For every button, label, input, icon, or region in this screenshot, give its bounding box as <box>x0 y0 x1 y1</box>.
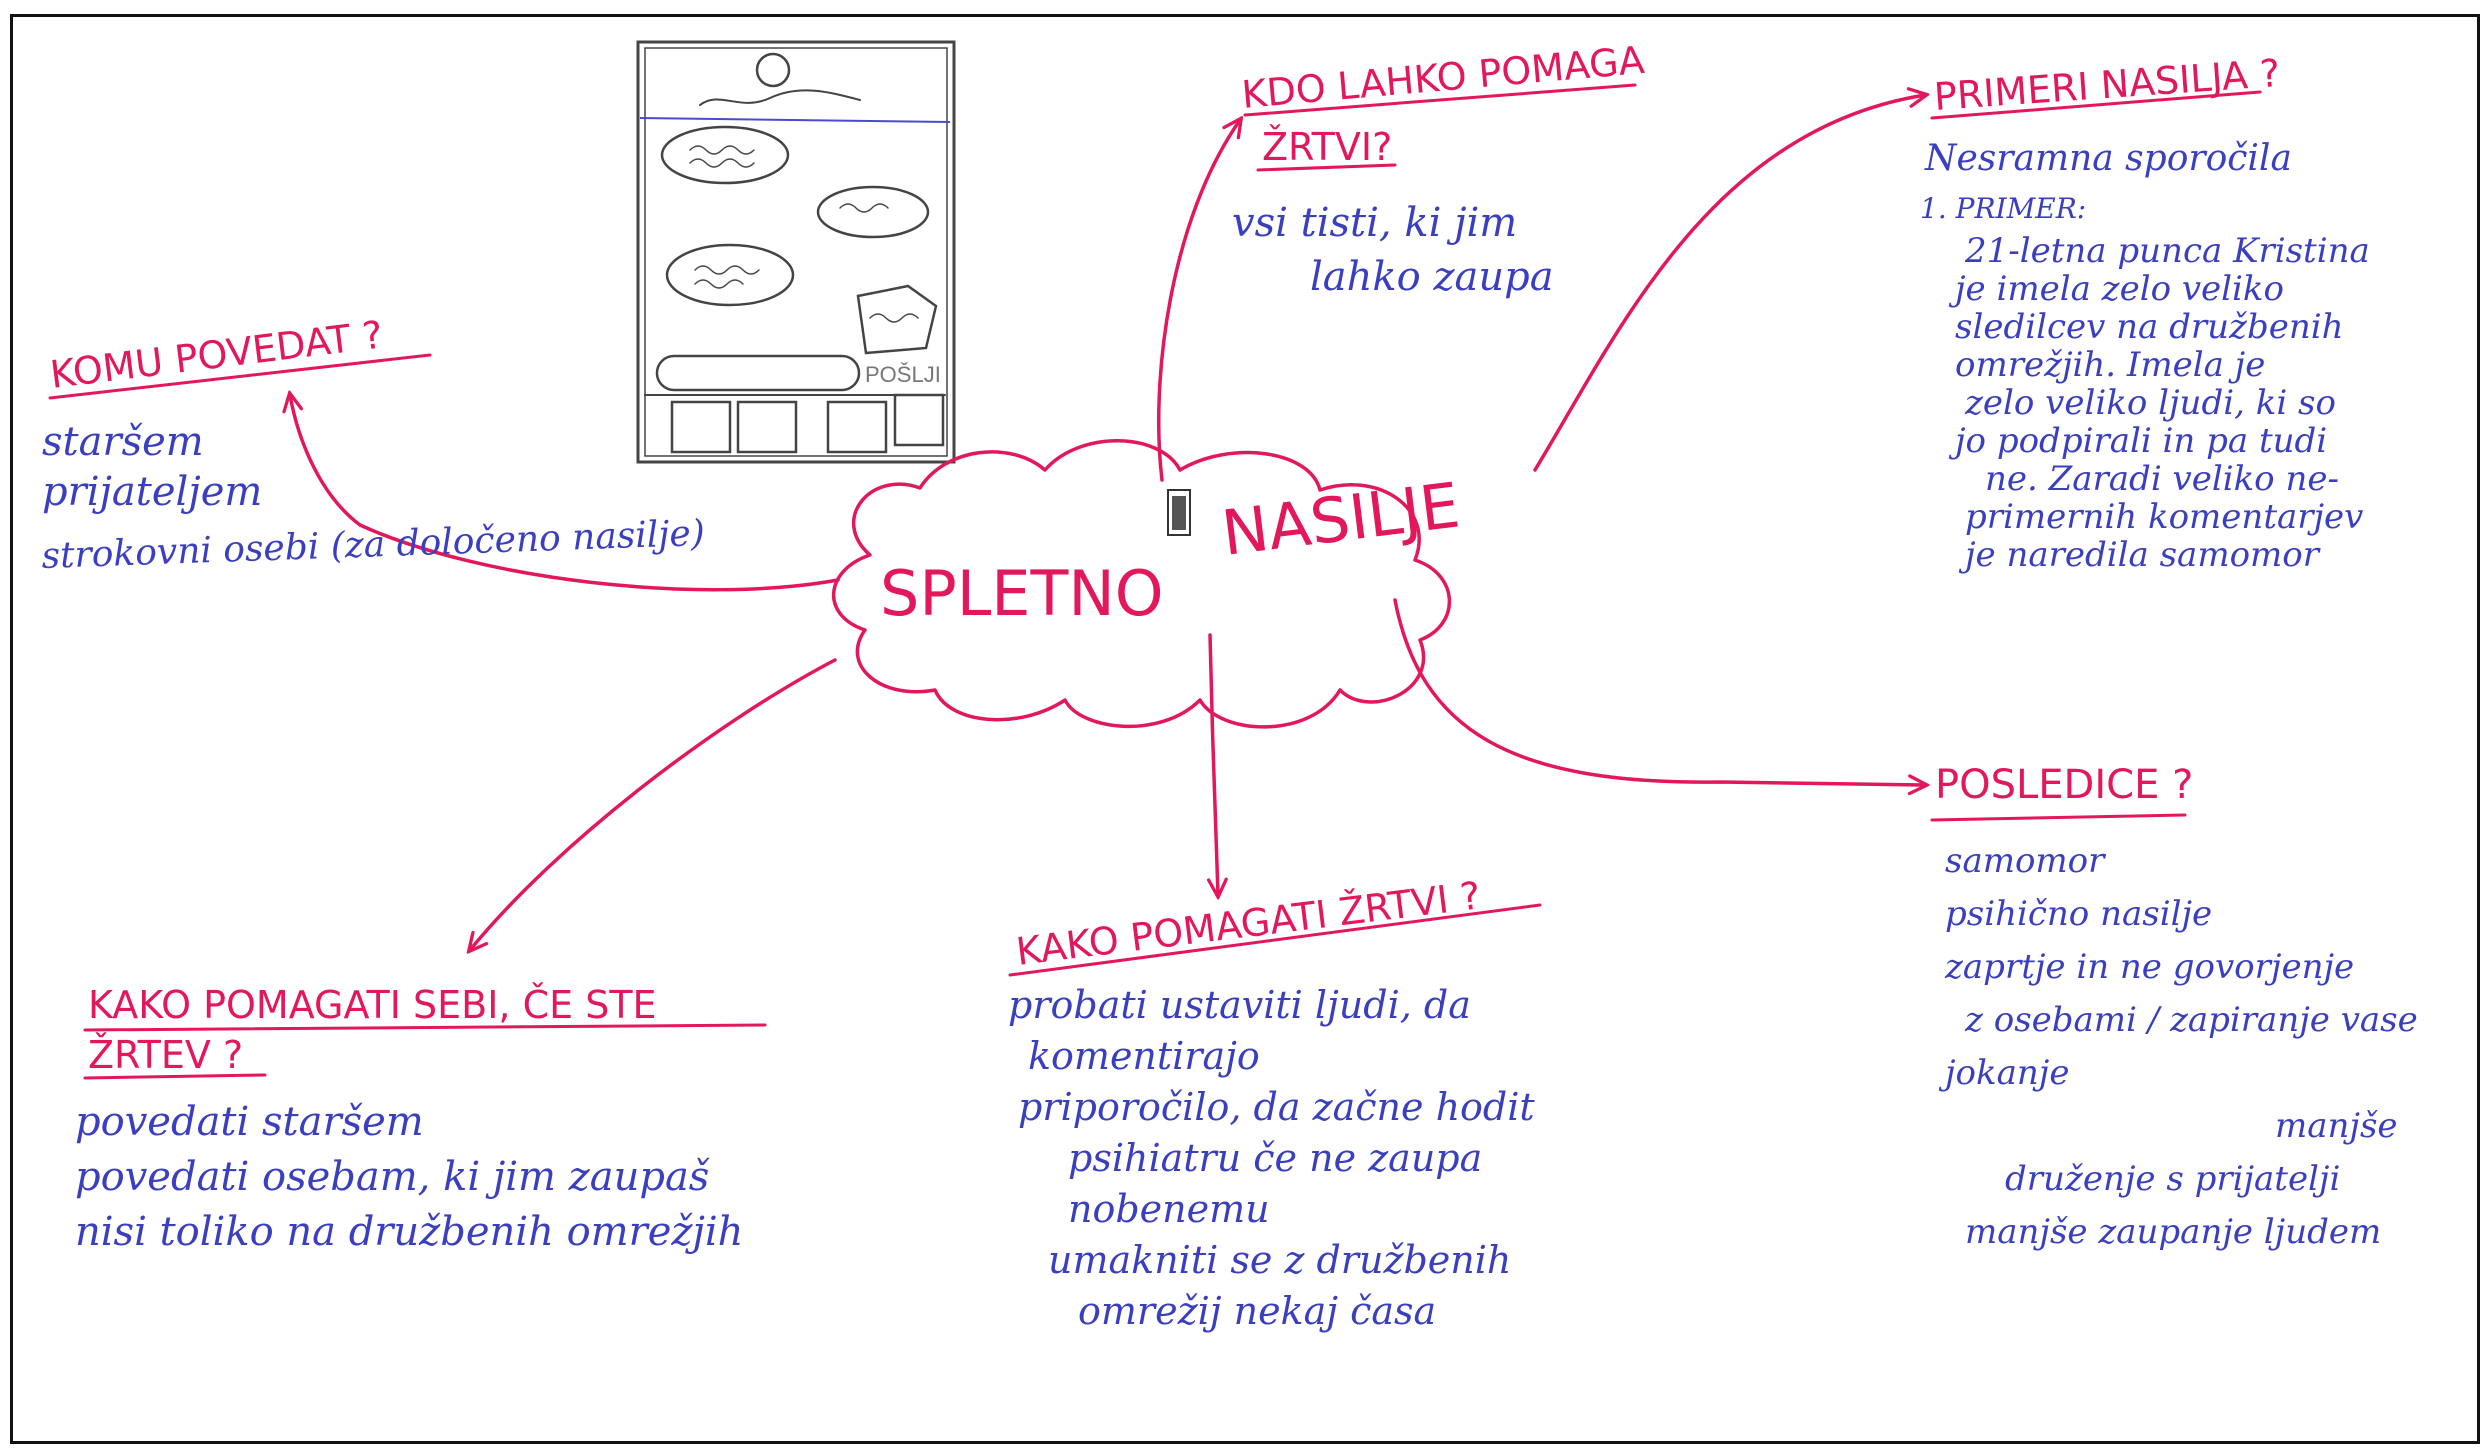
kako-zrtvi-item-4: psihiatru če ne zaupa <box>1068 1136 1482 1180</box>
arrow-to-kako-zrtvi <box>1210 633 1218 895</box>
kako-sebi-item-3: nisi toliko na družbenih omrežjih <box>75 1209 743 1255</box>
komu-item-2: prijateljem <box>42 469 262 515</box>
posledice-item-3: zaprtje in ne govorjenje <box>1944 947 2354 987</box>
kdo-item-2: lahko zaupa <box>1310 254 1554 300</box>
kako-sebi-item-2: povedati osebam, ki jim zaupaš <box>75 1154 710 1200</box>
kako-zrtvi-title: KAKO POMAGATI ŽRTVI ? <box>1014 873 1483 974</box>
posledice-item-1: samomor <box>1945 841 2106 881</box>
posledice-title: POSLEDICE ? <box>1935 762 2193 808</box>
kako-zrtvi-item-1: probati ustaviti ljudi, da <box>1008 983 1471 1027</box>
connector-arrows <box>290 95 1925 950</box>
arrow-to-primeri <box>1533 95 1925 472</box>
kdo-title-2: ŽRTVI? <box>1262 125 1392 169</box>
primeri-story-line-9: je naredila samomor <box>1958 535 2321 575</box>
central-cloud: SPLETNO NASILJE <box>832 439 1464 729</box>
primeri-story-line-8: primernih komentarjev <box>1965 497 2363 537</box>
phone-screen-icon <box>1172 496 1186 530</box>
page-border <box>10 14 2480 1444</box>
arrow-to-kako-sebi <box>470 658 837 950</box>
posledice-item-5: jokanje <box>1938 1053 2069 1093</box>
primeri-item-2: 1. PRIMER: <box>1920 192 2086 225</box>
primeri-item-1: Nesramna sporočila <box>1924 138 2292 179</box>
branch-komu-povedat: KOMU POVEDAT ? staršem prijateljem strok… <box>41 312 706 577</box>
kako-zrtvi-item-3: priporočilo, da začne hodit <box>1018 1085 1535 1129</box>
kako-zrtvi-item-2: komentirajo <box>1028 1034 1260 1078</box>
primeri-story-line-2: je imela zelo veliko <box>1948 269 2284 309</box>
center-title-right: NASILJE <box>1218 468 1464 570</box>
primeri-story-line-3: sledilcev na družbenih <box>1955 307 2344 347</box>
send-button-label: POŠLJI <box>865 362 941 387</box>
posledice-item-4: z osebami / zapiranje vase <box>1964 1000 2418 1040</box>
kako-sebi-item-1: povedati staršem <box>75 1099 424 1145</box>
kdo-title-1: KDO LAHKO POMAGA <box>1240 38 1646 117</box>
komu-title: KOMU POVEDAT ? <box>48 312 386 396</box>
primeri-story-line-5: zelo veliko ljudi, ki so <box>1964 383 2336 423</box>
arrow-to-kdo <box>1157 120 1240 482</box>
posledice-item-7: druženje s prijatelji <box>2005 1159 2340 1199</box>
kako-zrtvi-item-6: umakniti se z družbenih <box>1048 1238 1511 1282</box>
arrow-to-posledice <box>1393 598 1925 785</box>
kdo-item-1: vsi tisti, ki jim <box>1232 200 1517 246</box>
arrow-to-komu <box>290 395 840 592</box>
posledice-item-6: manjše <box>2275 1106 2398 1146</box>
phone-sketch: POŠLJI <box>636 40 956 464</box>
message-bubbles <box>660 125 938 355</box>
center-title-left: SPLETNO <box>880 557 1164 630</box>
posledice-list: samomor psihično nasilje zaprtje in ne gov… <box>1938 841 2418 1252</box>
phone-icon <box>1167 489 1191 536</box>
komu-item-3: strokovni osebi (za določeno nasilje) <box>41 513 706 577</box>
komu-item-1: staršem <box>42 419 204 465</box>
primeri-story-line-4: omrežjih. Imela je <box>1955 345 2265 385</box>
primeri-story-line-1: 21-letna punca Kristina <box>1964 231 2370 271</box>
branch-kdo-lahko-pomaga: KDO LAHKO POMAGA ŽRTVI? vsi tisti, ki ji… <box>1232 38 1646 300</box>
branch-primeri-nasilja: PRIMERI NASILJA ? Nesramna sporočila 1. … <box>1920 51 2370 575</box>
branch-kako-pomagati-sebi: KAKO POMAGATI SEBI, ČE STE ŽRTEV ? poved… <box>75 983 767 1255</box>
kako-zrtvi-list: probati ustaviti ljudi, da komentirajo pri… <box>1008 983 1535 1333</box>
branch-posledice: POSLEDICE ? samomor psihično nasilje zaprt… <box>1930 762 2418 1252</box>
primeri-story-line-6: jo podpirali in pa tudi <box>1948 421 2327 461</box>
posledice-item-2: psihično nasilje <box>1945 894 2212 934</box>
posledice-item-8: manjše zaupanje ljudem <box>1965 1212 2381 1252</box>
primeri-story-line-7: ne. Zaradi veliko ne- <box>1985 459 2339 499</box>
kako-sebi-title-2: ŽRTEV ? <box>88 1033 243 1077</box>
primeri-title: PRIMERI NASILJA ? <box>1933 51 2282 119</box>
kako-zrtvi-item-5: nobenemu <box>1068 1187 1270 1231</box>
branch-kako-pomagati-zrtvi: KAKO POMAGATI ŽRTVI ? probati ustaviti l… <box>1008 873 1542 1333</box>
kako-zrtvi-item-7: omrežij nekaj časa <box>1078 1289 1436 1333</box>
kako-sebi-title-1: KAKO POMAGATI SEBI, ČE STE <box>88 983 657 1027</box>
